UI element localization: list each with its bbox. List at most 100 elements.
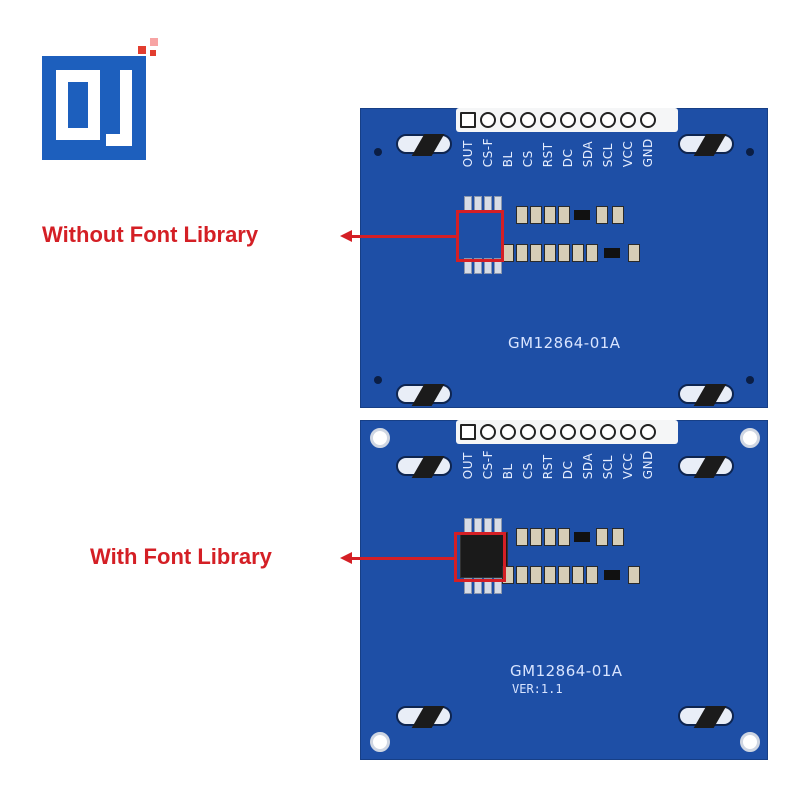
mounting-slot — [396, 134, 452, 154]
smd-component — [516, 528, 528, 546]
smd-component — [516, 206, 528, 224]
pin-label: CS — [521, 150, 535, 168]
smd-component — [558, 206, 570, 224]
font-chip-highlight — [454, 532, 506, 582]
mounting-slot — [396, 384, 452, 404]
pin-label: BL — [501, 151, 515, 168]
pin-hole — [480, 424, 496, 440]
transistor — [574, 210, 590, 220]
smd-component — [544, 566, 556, 584]
pin-hole — [540, 112, 556, 128]
via-hole — [746, 376, 754, 384]
ic-pad — [484, 258, 492, 274]
ic-pin — [494, 578, 502, 594]
font-chip-highlight — [456, 210, 504, 262]
smd-component — [612, 528, 624, 546]
pin-hole — [500, 112, 516, 128]
pin-label: OUT — [461, 140, 475, 168]
smd-component — [558, 528, 570, 546]
mounting-hole — [370, 732, 390, 752]
smd-component — [516, 566, 528, 584]
pin-labels: OUT CS-F BL CS RST DC SDA SCL VCC GND — [460, 450, 657, 479]
pin-label: CS — [521, 462, 535, 480]
pin-label: CS-F — [481, 138, 495, 168]
pin-hole — [600, 424, 616, 440]
via-hole — [374, 148, 382, 156]
transistor — [604, 248, 620, 258]
pin-label: RST — [541, 142, 555, 168]
pin-hole — [640, 112, 656, 128]
pin-hole — [620, 424, 636, 440]
ic-pad — [474, 258, 482, 274]
pin-label: BL — [501, 463, 515, 480]
pin-hole — [520, 112, 536, 128]
ic-pad — [494, 258, 502, 274]
version-label: VER:1.1 — [512, 682, 563, 696]
mounting-slot — [678, 134, 734, 154]
smd-component — [544, 528, 556, 546]
arrow-line — [352, 235, 456, 238]
mounting-hole — [370, 428, 390, 448]
mounting-hole — [740, 732, 760, 752]
mounting-slot — [396, 706, 452, 726]
brand-logo — [42, 38, 162, 160]
pin-header — [456, 108, 678, 132]
mounting-slot — [678, 456, 734, 476]
lcd-board-without-font-library: OUT CS-F BL CS RST DC SDA SCL VCC GND GM… — [360, 108, 768, 408]
pin-hole — [580, 424, 596, 440]
font-library-chip — [460, 532, 508, 578]
smd-component — [558, 244, 570, 262]
pin-hole — [480, 112, 496, 128]
smd-component — [530, 528, 542, 546]
mounting-slot — [678, 706, 734, 726]
model-number: GM12864-01A — [510, 662, 623, 680]
pin-label: SDA — [581, 452, 595, 480]
arrow-head-icon — [340, 552, 352, 564]
lcd-board-with-font-library: OUT CS-F BL CS RST DC SDA SCL VCC GND GM… — [360, 420, 768, 760]
pin-label: DC — [561, 148, 575, 168]
pin-label: RST — [541, 454, 555, 480]
pin-hole — [580, 112, 596, 128]
smd-component — [596, 528, 608, 546]
pin-hole — [600, 112, 616, 128]
via-hole — [374, 376, 382, 384]
arrow-head-icon — [340, 230, 352, 242]
smd-component — [544, 244, 556, 262]
pin-labels: OUT CS-F BL CS RST DC SDA SCL VCC GND — [460, 138, 657, 167]
smd-component — [612, 206, 624, 224]
pin-hole — [460, 424, 476, 440]
ic-pin — [474, 578, 482, 594]
ic-pin — [484, 578, 492, 594]
smd-component — [596, 206, 608, 224]
with-font-library-label: With Font Library — [90, 544, 272, 569]
pin-hole — [640, 424, 656, 440]
ic-pad — [464, 258, 472, 274]
smd-component — [558, 566, 570, 584]
pin-hole — [520, 424, 536, 440]
pin-hole — [560, 112, 576, 128]
pin-label: GND — [641, 450, 655, 480]
smd-component — [530, 206, 542, 224]
pin-label: SCL — [601, 455, 615, 480]
smd-component — [516, 244, 528, 262]
smd-component — [586, 566, 598, 584]
smd-component — [628, 566, 640, 584]
pin-label: SCL — [601, 143, 615, 168]
pin-hole — [560, 424, 576, 440]
pin-hole — [620, 112, 636, 128]
transistor — [574, 532, 590, 542]
via-hole — [746, 148, 754, 156]
smd-component — [628, 244, 640, 262]
pin-hole — [540, 424, 556, 440]
arrow-line — [352, 557, 454, 560]
pin-hole — [500, 424, 516, 440]
mounting-hole — [740, 428, 760, 448]
pin-label: GND — [641, 138, 655, 168]
pin-label: DC — [561, 460, 575, 480]
pin-header — [456, 420, 678, 444]
model-number: GM12864-01A — [508, 334, 621, 352]
without-font-library-label: Without Font Library — [42, 222, 259, 247]
smd-component — [530, 566, 542, 584]
smd-component — [530, 244, 542, 262]
transistor — [604, 570, 620, 580]
